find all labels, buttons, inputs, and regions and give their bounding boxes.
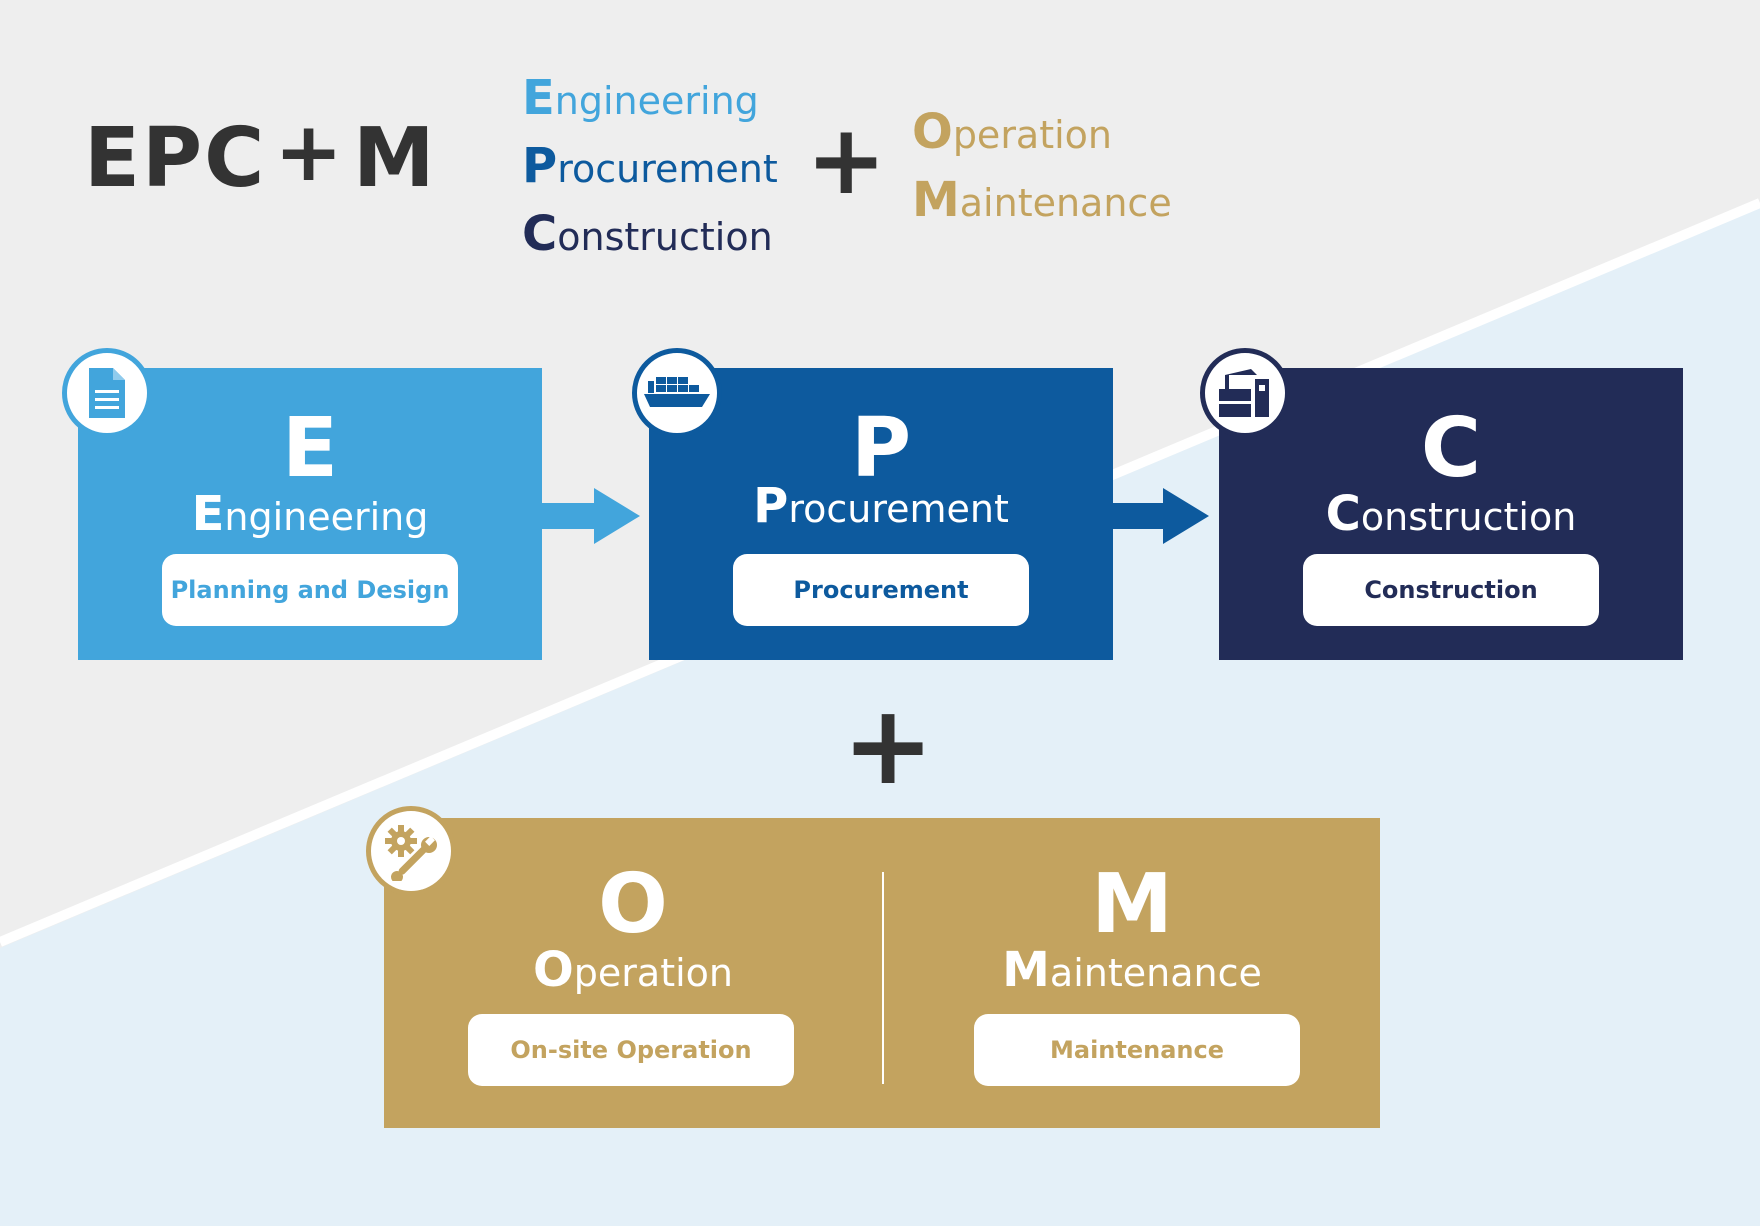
legend-engineering-initial: E [522,70,555,126]
legend-operation-rest: peration [952,113,1113,157]
maintenance-title-initial: M [1002,942,1050,998]
legend-operation: Operation [912,108,1112,156]
engineering-letter: E [281,401,338,496]
maintenance-title: Maintenance [884,946,1380,994]
epcm-title-plus: + [274,105,346,200]
construction-letter: C [1420,401,1482,496]
legend-procurement-initial: P [522,138,558,194]
epcm-title: EPC+M [84,112,437,200]
epcm-title-epc: EPC [84,111,267,206]
gear-wrench-icon [385,825,437,881]
arrow-e-to-p [542,488,640,544]
center-plus: + [842,681,935,809]
construction-box: C Construction Construction [1219,368,1683,660]
engineering-title-initial: E [191,486,225,542]
construction-pill: Construction [1303,554,1599,626]
operation-title-initial: O [532,942,574,998]
construction-title-rest: onstruction [1360,495,1577,539]
engineering-title: Engineering [78,490,542,538]
procurement-title-initial: P [753,478,789,534]
procurement-pill: Procurement [733,554,1029,626]
construction-title-initial: C [1325,486,1361,542]
onsite-operation-pill: On-site Operation [468,1014,794,1086]
procurement-letter: P [850,401,912,496]
engineering-box: E Engineering Planning and Design [78,368,542,660]
legend-construction: Construction [522,210,773,258]
legend-construction-rest: onstruction [557,215,773,259]
crane-building-icon [1219,369,1269,417]
cargo-ship-icon [644,377,710,407]
legend-operation-initial: O [912,104,953,160]
epcm-title-m: M [353,111,437,206]
procurement-box: P Procurement Procurement [649,368,1113,660]
procurement-badge [632,348,722,438]
construction-title: Construction [1219,490,1683,538]
arrow-p-to-c [1111,488,1209,544]
om-divider [882,872,884,1084]
legend-maintenance-rest: aintenance [959,181,1172,225]
legend-maintenance-initial: M [912,172,960,228]
operation-maintenance-box: O Operation On-site Operation M Maintena… [384,818,1380,1128]
legend-maintenance: Maintenance [912,176,1172,224]
planning-design-pill: Planning and Design [162,554,458,626]
legend-procurement-rest: rocurement [557,147,778,191]
heading-plus: + [806,104,887,216]
maintenance-pill: Maintenance [974,1014,1300,1086]
legend-engineering-rest: ngineering [554,79,759,123]
engineering-badge [62,348,152,438]
legend-construction-initial: C [522,206,558,262]
maintenance-letter: M [1091,857,1173,952]
operation-title: Operation [384,946,882,994]
procurement-title: Procurement [649,482,1113,530]
legend-engineering: Engineering [522,74,759,122]
maintenance-title-rest: aintenance [1049,951,1262,995]
operation-letter: O [598,857,668,952]
procurement-title-rest: rocurement [788,487,1009,531]
construction-badge [1200,348,1290,438]
operation-title-rest: peration [573,951,733,995]
engineering-title-rest: ngineering [224,495,429,539]
document-icon [89,368,125,418]
operation-maintenance-badge [366,806,456,896]
legend-procurement: Procurement [522,142,778,190]
